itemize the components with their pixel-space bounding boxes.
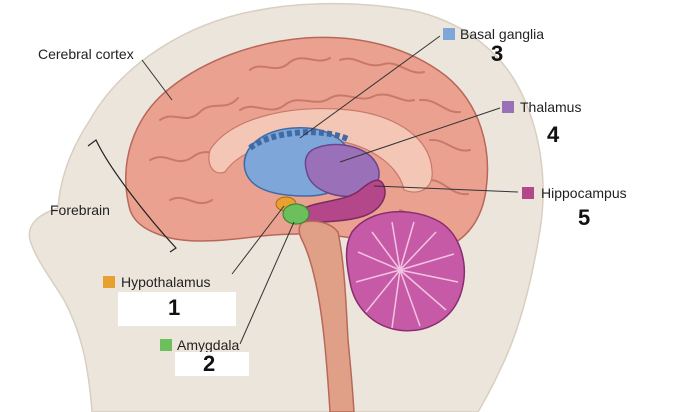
thalamus-swatch [502,101,514,113]
hippocampus-number: 5 [578,205,591,230]
corpus-callosum [208,108,433,193]
brainstem [298,220,355,412]
thalamus-number: 4 [547,122,560,147]
hypothalamus-number: 1 [168,295,181,320]
amygdala-number: 2 [203,351,216,376]
hypothalamus-swatch [103,276,115,288]
forebrain-bracket [87,139,177,253]
leader-lines [141,35,519,345]
amygdala-shape [282,203,310,225]
hippocampus-swatch [522,187,534,199]
basal-ganglia-label: Basal ganglia [460,26,545,42]
hypothalamus-label: Hypothalamus [121,274,211,290]
forebrain-label: Forebrain [50,202,110,218]
thalamus-label: Thalamus [520,99,582,115]
basal-ganglia-number: 3 [491,41,504,66]
hippocampus-label: Hippocampus [541,185,627,201]
amygdala-answer-box [175,352,249,376]
hypothalamus-answer-box [118,292,236,326]
basal-ganglia-swatch [443,28,455,40]
cerebral-cortex-label: Cerebral cortex [38,46,134,62]
amygdala-swatch [160,339,172,351]
amygdala-label: Amygdala [177,337,240,353]
cerebellum-folia [355,221,459,329]
